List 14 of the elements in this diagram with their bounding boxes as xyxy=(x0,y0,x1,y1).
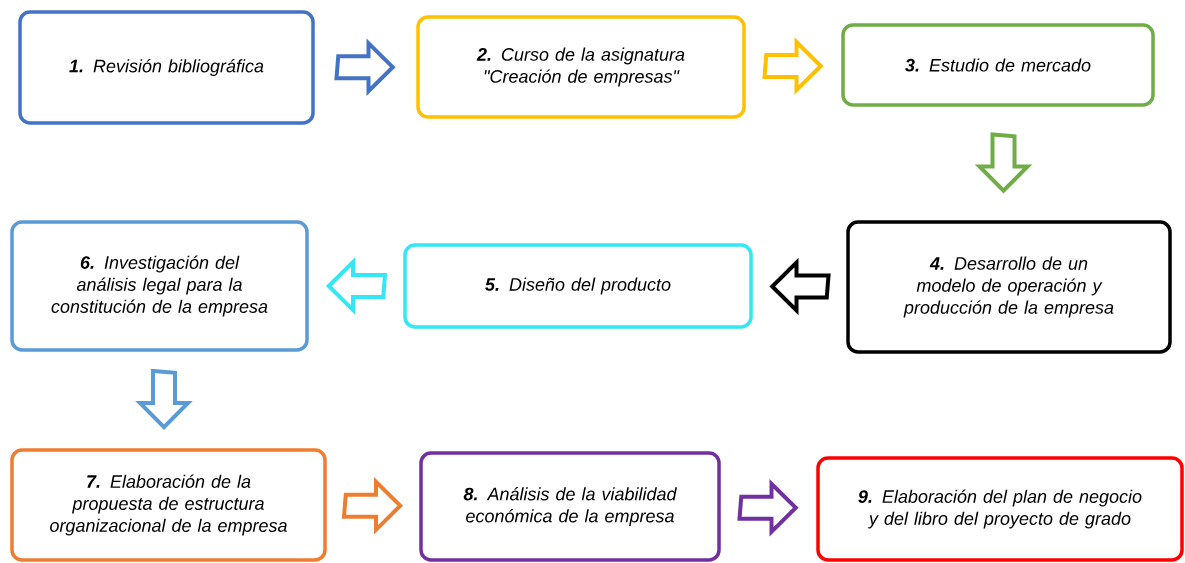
block-arrow xyxy=(334,38,396,96)
process-box: 5. Diseño del producto xyxy=(403,243,753,329)
process-box: 2. Curso de la asignatura "Creación de empresas" xyxy=(416,15,746,119)
process-box: 1. Revisión bibliográfica xyxy=(18,10,315,125)
block-arrow xyxy=(974,132,1033,194)
block-arrow xyxy=(769,257,831,316)
process-box: 7. Elaboración de la propuesta de estructura organizacional de la empresa xyxy=(10,448,327,562)
process-box: 6. Investigación del análisis legal para la constitución de la empresa xyxy=(10,220,309,352)
block-arrow xyxy=(737,479,799,537)
process-box: 9. Elaboración del plan de negocio y del libro del proyecto de grado xyxy=(816,456,1184,562)
process-box: 4. Desarrollo de un modelo de operación y producción de la empresa xyxy=(846,220,1172,354)
process-box: 3. Estudio de mercado xyxy=(841,23,1155,107)
process-box: 8. Análisis de la viabilidad económica de la empresa xyxy=(419,451,721,562)
block-arrow xyxy=(762,37,824,95)
